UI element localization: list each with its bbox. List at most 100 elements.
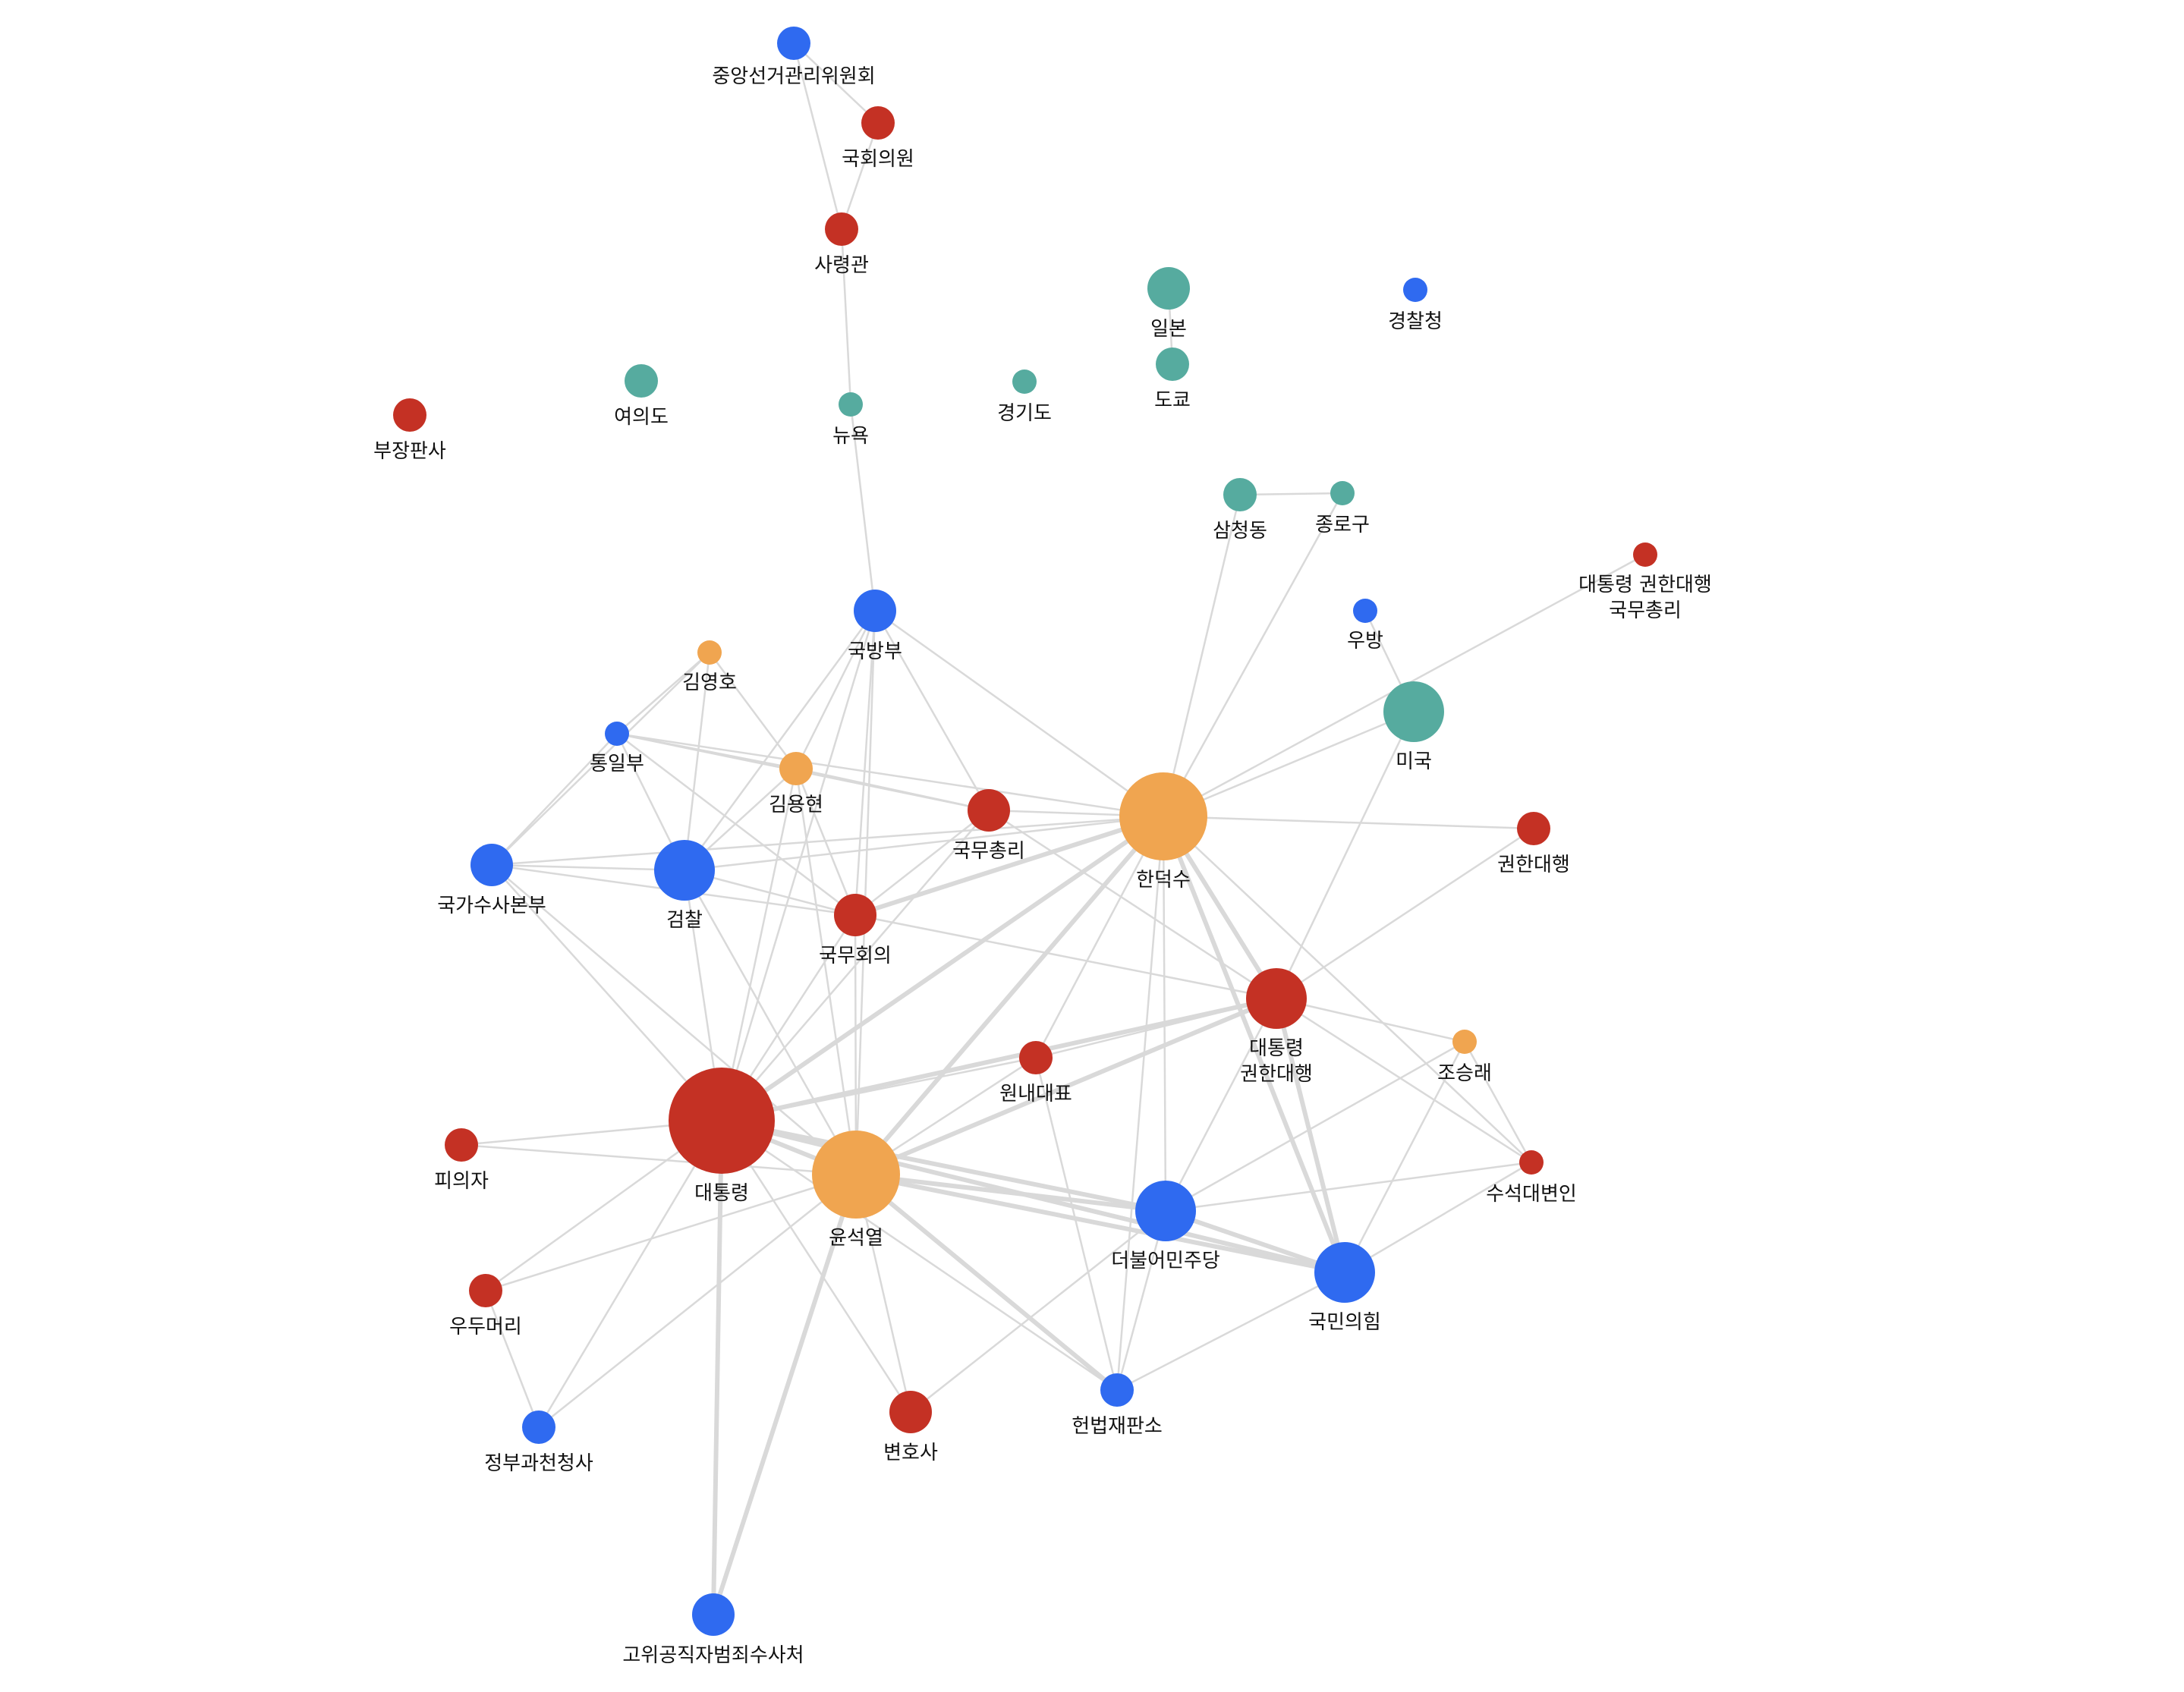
node-n10[interactable]: 뉴욕 — [832, 392, 869, 448]
edge-n31-n33 — [854, 1172, 1168, 1213]
node-label: 정부과천청사 — [484, 1452, 593, 1475]
node-n31[interactable]: 윤석열 — [812, 1131, 900, 1250]
node-n6[interactable]: 도쿄 — [1154, 348, 1191, 412]
node-circle[interactable] — [697, 640, 722, 665]
edge-n28-n38 — [1034, 1056, 1119, 1392]
node-circle[interactable] — [692, 1593, 735, 1636]
node-n25[interactable]: 국무회의 — [819, 894, 892, 967]
node-n37[interactable]: 정부과천청사 — [484, 1411, 593, 1475]
node-circle[interactable] — [1519, 1150, 1544, 1175]
edge-n16-n23 — [490, 651, 711, 866]
node-circle[interactable] — [669, 1068, 775, 1174]
node-n4[interactable]: 일본 — [1147, 267, 1190, 341]
node-circle[interactable] — [1314, 1242, 1375, 1303]
node-circle[interactable] — [1330, 481, 1355, 505]
node-n34[interactable]: 국민의힘 — [1308, 1242, 1381, 1334]
node-circle[interactable] — [777, 27, 810, 60]
node-n18[interactable]: 통일부 — [590, 722, 644, 775]
node-circle[interactable] — [834, 894, 876, 936]
node-circle[interactable] — [654, 840, 715, 901]
node-circle[interactable] — [522, 1411, 555, 1444]
node-n19[interactable]: 김용현 — [769, 752, 823, 816]
node-circle[interactable] — [861, 106, 895, 140]
node-circle[interactable] — [968, 789, 1010, 832]
node-n32[interactable]: 수석대변인 — [1486, 1150, 1577, 1206]
node-circle[interactable] — [839, 392, 863, 417]
node-circle[interactable] — [393, 398, 426, 432]
node-circle[interactable] — [445, 1128, 478, 1162]
node-circle[interactable] — [854, 590, 896, 632]
node-n5[interactable]: 경찰청 — [1388, 278, 1443, 333]
node-n3[interactable]: 사령관 — [814, 212, 869, 277]
node-label: 미국 — [1396, 750, 1432, 773]
node-label-line: 국무총리 — [1609, 599, 1682, 622]
node-n11[interactable]: 삼청동 — [1213, 478, 1267, 543]
node-circle[interactable] — [1517, 812, 1550, 845]
node-n21[interactable]: 한덕수 — [1119, 772, 1207, 892]
node-n28[interactable]: 원내대표 — [999, 1041, 1072, 1105]
node-circle[interactable] — [469, 1274, 502, 1307]
node-n22[interactable]: 권한대행 — [1497, 812, 1570, 876]
node-n27[interactable]: 조승래 — [1437, 1030, 1492, 1085]
node-circle[interactable] — [812, 1131, 900, 1219]
edge-n21-n33 — [1162, 815, 1167, 1212]
node-circle[interactable] — [1012, 370, 1037, 394]
node-circle[interactable] — [1019, 1041, 1053, 1074]
node-circle[interactable] — [825, 212, 858, 246]
node-circle[interactable] — [1353, 599, 1377, 623]
node-n9[interactable]: 부장판사 — [373, 398, 446, 463]
node-n14[interactable]: 우방 — [1347, 599, 1383, 653]
node-n30[interactable]: 대통령 — [669, 1068, 775, 1205]
node-n38[interactable]: 헌법재판소 — [1072, 1373, 1163, 1438]
node-circle[interactable] — [1246, 968, 1307, 1029]
node-label: 경찰청 — [1388, 310, 1443, 333]
node-circle[interactable] — [1223, 478, 1257, 511]
node-n24[interactable]: 검찰 — [654, 840, 715, 932]
node-n20[interactable]: 국무총리 — [952, 789, 1025, 863]
node-circle[interactable] — [1452, 1030, 1477, 1054]
node-n12[interactable]: 종로구 — [1315, 481, 1370, 536]
node-label-line: 대통령 — [1249, 1037, 1304, 1060]
node-n23[interactable]: 국가수사본부 — [437, 844, 546, 917]
node-n36[interactable]: 변호사 — [883, 1391, 938, 1464]
node-n15[interactable]: 국방부 — [848, 590, 902, 663]
edge-n22-n21 — [1162, 815, 1535, 830]
node-label-line: 국무회의 — [819, 945, 892, 967]
edge-n15-n24 — [683, 609, 876, 872]
node-n8[interactable]: 경기도 — [997, 370, 1052, 425]
node-label: 수석대변인 — [1486, 1183, 1577, 1206]
node-n39[interactable]: 고위공직자범죄수사처 — [622, 1593, 804, 1667]
node-circle[interactable] — [470, 844, 513, 886]
node-label: 국민의힘 — [1308, 1311, 1381, 1334]
node-circle[interactable] — [1403, 278, 1427, 302]
edge-n26-n32 — [1275, 997, 1533, 1164]
node-circle[interactable] — [779, 752, 813, 785]
edge-n33-n38 — [1116, 1209, 1167, 1392]
node-label: 국가수사본부 — [437, 895, 546, 917]
edge-n12-n21 — [1162, 492, 1344, 818]
node-circle[interactable] — [1147, 267, 1190, 310]
node-circle[interactable] — [1383, 681, 1444, 742]
node-n7[interactable]: 여의도 — [614, 364, 669, 429]
edge-n15-n30 — [720, 609, 876, 1122]
node-circle[interactable] — [625, 364, 658, 398]
node-n2[interactable]: 국회의원 — [842, 106, 914, 171]
node-circle[interactable] — [1135, 1181, 1196, 1241]
node-circle[interactable] — [1633, 543, 1657, 567]
edge-n24-n31 — [683, 869, 858, 1176]
node-circle[interactable] — [1100, 1373, 1134, 1407]
node-n29[interactable]: 피의자 — [434, 1128, 489, 1193]
node-n35[interactable]: 우두머리 — [449, 1274, 522, 1338]
node-circle[interactable] — [605, 722, 629, 746]
node-circle[interactable] — [1119, 772, 1207, 860]
node-n1[interactable]: 중앙선거관리위원회 — [712, 27, 876, 88]
node-n17[interactable]: 미국 — [1383, 681, 1444, 773]
node-circle[interactable] — [1156, 348, 1189, 381]
node-circle[interactable] — [889, 1391, 932, 1433]
node-label-line: 변호사 — [883, 1442, 938, 1464]
node-n33[interactable]: 더불어민주당 — [1111, 1181, 1220, 1272]
node-n16[interactable]: 김영호 — [682, 640, 737, 694]
